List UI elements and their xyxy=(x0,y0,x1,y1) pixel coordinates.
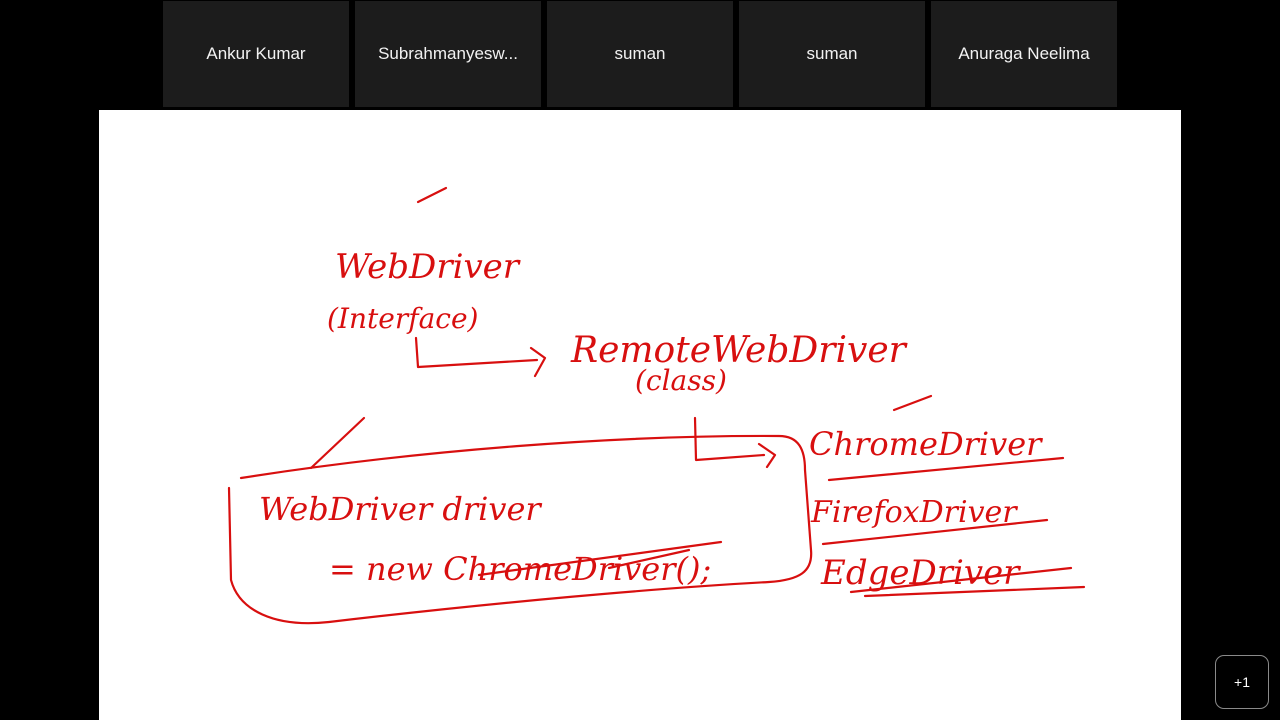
participant-name: suman xyxy=(614,44,666,63)
chrome-underline xyxy=(827,456,1065,482)
participant-tile[interactable]: suman xyxy=(739,1,925,107)
chromedriver-underline xyxy=(477,540,723,577)
stray-stroke-2 xyxy=(892,394,933,412)
edge-underline xyxy=(849,566,1086,598)
note-chrome-driver: ChromeDriver xyxy=(809,425,1043,463)
implements-arrow xyxy=(693,416,777,469)
shared-whiteboard: WebDriver (Interface) RemoteWebDriver (c… xyxy=(99,110,1181,720)
note-edge-driver: EdgeDriver xyxy=(820,553,1021,593)
note-interface: (Interface) xyxy=(327,302,478,335)
tick-stroke xyxy=(309,416,366,470)
stray-stroke xyxy=(416,186,448,204)
inherit-arrow xyxy=(414,336,547,378)
note-code-line1: WebDriver driver xyxy=(259,490,542,528)
participant-name: suman xyxy=(806,44,858,63)
participant-name: Ankur Kumar xyxy=(206,44,306,63)
participant-strip: Ankur Kumar Subrahmanyesw... suman suman… xyxy=(163,1,1117,107)
participant-tile[interactable]: Ankur Kumar xyxy=(163,1,349,107)
participant-name: Anuraga Neelima xyxy=(958,44,1090,63)
participant-tile[interactable]: Anuraga Neelima xyxy=(931,1,1117,107)
participant-tile[interactable]: suman xyxy=(547,1,733,107)
note-webdriver: WebDriver xyxy=(335,247,521,287)
more-participants-button[interactable]: +1 xyxy=(1215,655,1269,709)
code-box xyxy=(227,434,813,625)
note-firefox-driver: FirefoxDriver xyxy=(810,495,1018,530)
note-remote-webdriver: RemoteWebDriver xyxy=(570,330,908,371)
more-participants-count: +1 xyxy=(1234,674,1250,690)
participant-tile[interactable]: Subrahmanyesw... xyxy=(355,1,541,107)
note-class: (class) xyxy=(635,364,727,397)
firefox-underline xyxy=(821,518,1049,546)
participant-name: Subrahmanyesw... xyxy=(378,44,518,63)
whiteboard-drawing: WebDriver (Interface) RemoteWebDriver (c… xyxy=(227,186,1086,625)
